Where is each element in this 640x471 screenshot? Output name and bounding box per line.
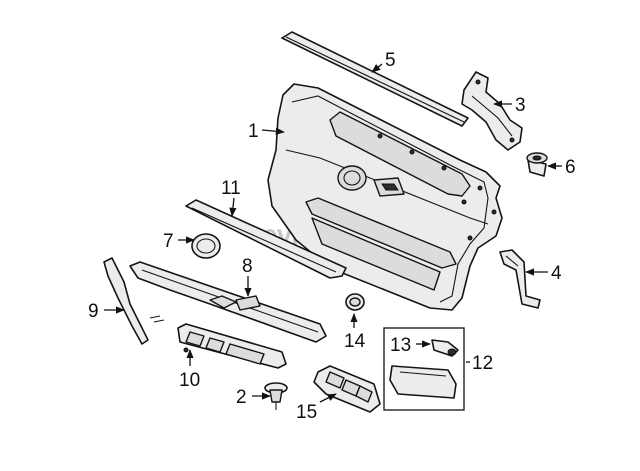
part-1-door-panel (267, 83, 503, 311)
part-12-switch-housing (389, 365, 457, 399)
callout-1: 1 (248, 121, 259, 142)
part-3-bracket (461, 71, 523, 151)
callout-4: 4 (551, 263, 562, 284)
callout-9: 9 (88, 301, 99, 322)
part-12-kit-box (383, 327, 465, 411)
callout-6: 6 (565, 157, 576, 178)
callout-15: 15 (296, 402, 317, 423)
part-11-trim-strip (185, 199, 347, 279)
callout-8: 8 (242, 256, 253, 277)
leader-5 (371, 63, 383, 73)
part-14-button (345, 293, 365, 311)
part-4-trim-piece (499, 249, 541, 309)
callout-5: 5 (385, 50, 396, 71)
callout-7: 7 (163, 231, 174, 252)
part-13-connector (431, 339, 459, 357)
part-8-armrest (129, 261, 327, 343)
part-2-push-clip (264, 382, 288, 410)
part-10-switch-bezel (177, 323, 287, 369)
callout-14: 14 (344, 331, 366, 352)
callout-11: 11 (221, 178, 241, 199)
callout-2: 2 (236, 387, 247, 408)
part-6-clip (526, 152, 548, 177)
callout-3: 3 (515, 95, 526, 116)
callout-13: 13 (390, 335, 411, 356)
part-9-vertical-trim (103, 257, 165, 345)
callout-12: 12 (472, 353, 493, 374)
leader-1 (261, 127, 285, 135)
part-15-switch-module (313, 365, 381, 413)
part-7-escutcheon (191, 233, 221, 259)
leader-15 (319, 393, 337, 403)
leader-11 (229, 197, 237, 217)
part-5-weatherstrip (281, 31, 469, 127)
callout-10: 10 (179, 370, 200, 391)
